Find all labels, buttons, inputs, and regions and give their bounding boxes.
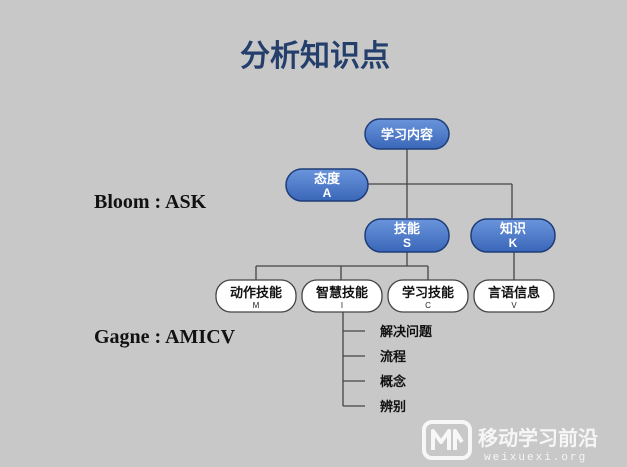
node-attitude-label: 态度 (314, 171, 341, 187)
node-cognitive-label: 学习技能 (402, 285, 454, 301)
watermark-brand: 移动学习前沿 (478, 426, 598, 450)
node-knowledge-label: 知识 (500, 221, 526, 237)
node-attitude-code: A (323, 186, 332, 200)
node-verbal-code: V (511, 301, 517, 310)
leaf-item: 概念 (380, 374, 406, 390)
watermark-logo-icon (422, 420, 472, 460)
node-verbal: 言语信息 V (473, 279, 555, 313)
node-cognitive: 学习技能 C (387, 279, 469, 313)
node-intellect-label: 智慧技能 (316, 285, 368, 301)
node-motor-code: M (253, 301, 260, 310)
node-motor-label: 动作技能 (230, 285, 282, 301)
node-cognitive-code: C (425, 301, 431, 310)
node-intellect-code: I (341, 301, 343, 310)
node-skill: 技能 S (364, 218, 450, 253)
connector-lines (255, 148, 515, 407)
node-skill-label: 技能 (394, 221, 420, 237)
leaf-item: 辨别 (380, 399, 406, 415)
node-intellect: 智慧技能 I (301, 279, 383, 313)
node-attitude: 态度 A (285, 168, 369, 202)
node-motor: 动作技能 M (215, 279, 297, 313)
node-root: 学习内容 (364, 118, 450, 150)
node-knowledge-code: K (509, 236, 518, 250)
gagne-label: Gagne : AMICV (94, 326, 236, 348)
watermark-url: weixuexi.org (484, 452, 587, 464)
watermark: 移动学习前沿 weixuexi.org (422, 420, 598, 464)
leaf-item: 流程 (380, 349, 406, 365)
page-title: 分析知识点 (240, 39, 390, 74)
node-knowledge: 知识 K (470, 218, 556, 253)
node-skill-code: S (403, 236, 411, 250)
leaf-item: 解决问题 (379, 324, 433, 340)
bloom-label: Bloom : ASK (94, 191, 207, 213)
node-root-label: 学习内容 (381, 127, 433, 143)
node-verbal-label: 言语信息 (488, 285, 540, 301)
